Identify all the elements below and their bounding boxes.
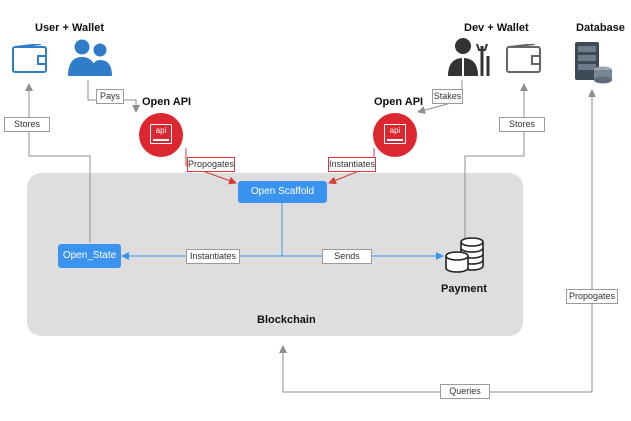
- wallet-icon: [506, 44, 541, 73]
- payment-title: Payment: [441, 283, 487, 295]
- blockchain-title: Blockchain: [257, 314, 316, 326]
- api-icon-label: api: [150, 124, 172, 144]
- edge-queries: [279, 345, 593, 393]
- edge-label-stores-right: Stores: [499, 117, 545, 132]
- wallet-icon: [12, 44, 47, 73]
- users-icon: [68, 39, 112, 76]
- edge-label-propogates-db: Propogates: [566, 289, 618, 304]
- database-title: Database: [576, 22, 625, 34]
- edge-label-instantiates-state: Instantiates: [186, 249, 240, 264]
- api-icon-label: api: [384, 124, 406, 144]
- edge-label-propogates-api: Propogates: [187, 157, 235, 172]
- user-wallet-title: User + Wallet: [35, 22, 104, 34]
- database-icon: [575, 42, 612, 84]
- edge-label-queries: Queries: [440, 384, 490, 399]
- open-api-right-title: Open API: [374, 96, 424, 108]
- open-state-node: Open_State: [58, 244, 121, 268]
- edge-label-pays: Pays: [96, 89, 124, 104]
- api-icon: api: [373, 113, 417, 157]
- edge-label-stakes: Stakes: [432, 89, 463, 104]
- dev-wallet-title: Dev + Wallet: [464, 22, 529, 34]
- open-api-left-title: Open API: [142, 96, 192, 108]
- edge-stores-left: [25, 83, 91, 243]
- coins-icon: [445, 237, 484, 273]
- open-scaffold-node: Open Scaffold: [238, 181, 327, 203]
- edge-label-stores-left: Stores: [4, 117, 50, 132]
- edge-stores-right: [464, 83, 528, 238]
- developer-icon: [448, 38, 490, 76]
- api-icon: api: [139, 113, 183, 157]
- edge-propogates-api: [185, 148, 237, 185]
- edge-label-sends: Sends: [322, 249, 372, 264]
- edge-label-instantiates-api: Instantiates: [328, 157, 376, 172]
